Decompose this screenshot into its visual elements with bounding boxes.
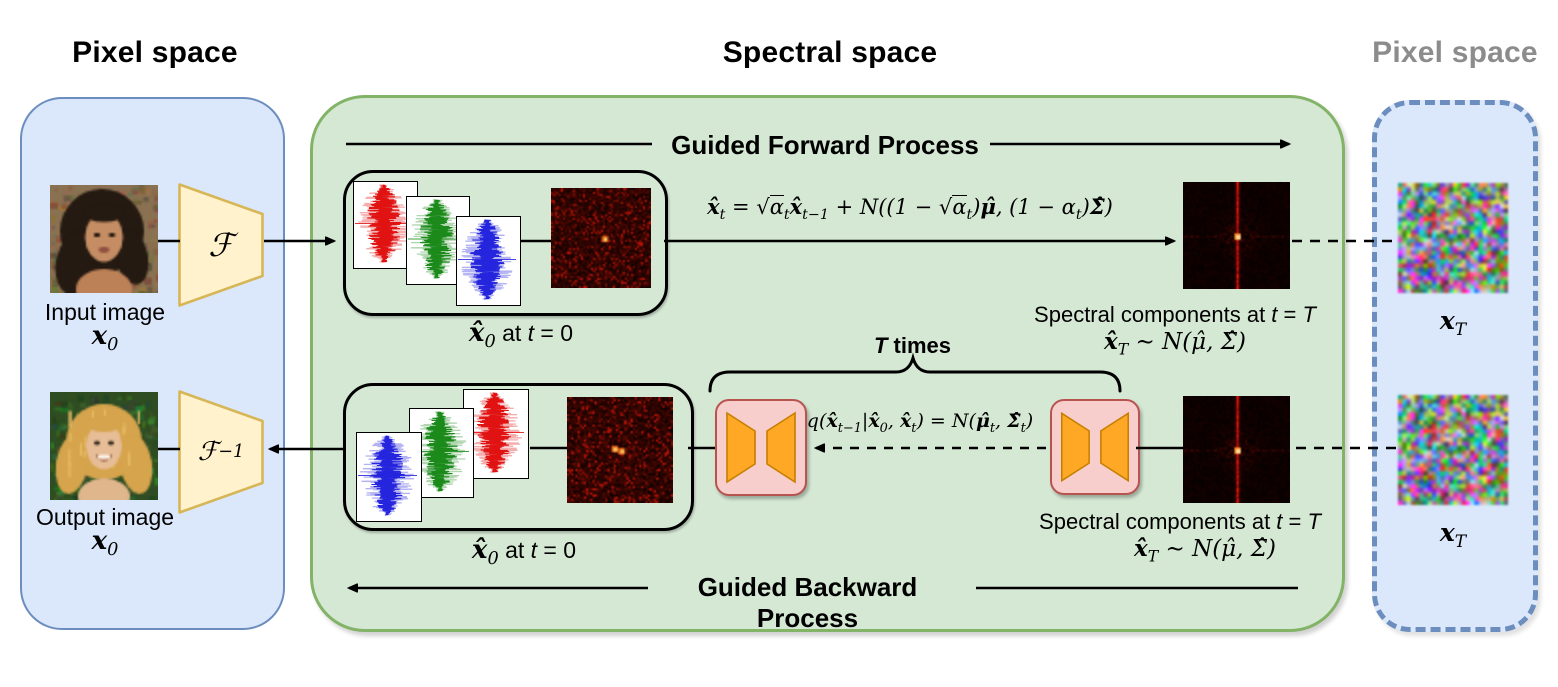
blue-waveform-card bbox=[456, 216, 521, 306]
unet-block-left bbox=[715, 399, 807, 496]
forward-xT-distribution: x̂T ∼ N(μ̂, Σ̂) bbox=[1104, 328, 1246, 359]
fourier-transform-label: ℱ bbox=[208, 226, 234, 264]
noisy-xT-image-top bbox=[1398, 183, 1508, 293]
input-image-caption: Input image bbox=[44, 299, 166, 325]
inverse-fourier-trapezoid bbox=[178, 390, 264, 514]
input-image-photo bbox=[50, 185, 158, 293]
backward-x0-caption-text: at t = 0 bbox=[498, 537, 577, 563]
backward-spectral-components-caption: Spectral components at t = T bbox=[1039, 509, 1321, 534]
t-times-label: T times bbox=[873, 333, 952, 358]
unet-trapezoids-icon bbox=[726, 411, 796, 484]
unet-trapezoids-icon bbox=[1060, 411, 1130, 483]
forward-x0-caption-math: x̂0 bbox=[468, 318, 496, 353]
output-image-photo bbox=[50, 392, 158, 500]
pixel-space-left-title: Pixel space bbox=[72, 36, 238, 69]
xT-var-top: xT bbox=[1439, 306, 1467, 340]
spectral-space-title: Spectral space bbox=[722, 36, 938, 69]
guided-forward-process-label: Guided Forward Process bbox=[671, 130, 979, 160]
forward-x0-caption-text: at t = 0 bbox=[495, 320, 574, 346]
fourier-transform-trapezoid bbox=[178, 183, 264, 307]
xT-var-bottom: xT bbox=[1439, 518, 1467, 552]
backward-spectrum-T-image bbox=[1183, 396, 1290, 503]
noisy-xT-image-bottom bbox=[1398, 395, 1508, 505]
backward-x0-caption-math: x̂0 bbox=[471, 535, 499, 570]
pixel-space-right-title: Pixel space bbox=[1372, 36, 1538, 69]
output-image-var: x0 bbox=[91, 526, 119, 561]
forward-spectral-components-box bbox=[343, 170, 668, 316]
inverse-fourier-label: ℱ−1 bbox=[197, 437, 245, 467]
unet-block-right bbox=[1050, 399, 1140, 495]
guided-backward-process-label: Guided Backward Process bbox=[697, 572, 918, 633]
posterior-q-formula: q(x̂t−1|x̂0, x̂t) = N(μ̂t, Σ̂t) bbox=[806, 410, 1034, 436]
backward-xT-distribution: x̂T ∼ N(μ̂, Σ̂) bbox=[1134, 535, 1276, 566]
forward-spectrum-image bbox=[551, 188, 651, 288]
forward-spectral-components-caption: Spectral components at t = T bbox=[1034, 302, 1316, 327]
input-image-var: x0 bbox=[91, 321, 119, 356]
forward-spectrum-T-image bbox=[1183, 182, 1290, 289]
backward-x0-caption: x̂0 at t = 0 bbox=[418, 535, 630, 569]
pixel-space-right-panel bbox=[1372, 100, 1538, 632]
blue-waveform-card bbox=[356, 432, 422, 522]
backward-spectrum-image bbox=[567, 397, 673, 503]
forward-diffusion-formula: x̂t = √αtx̂t−1 + N((1 − √αt)μ̂, (1 − αt)… bbox=[707, 194, 1113, 224]
forward-x0-caption: x̂0 at t = 0 bbox=[415, 318, 627, 352]
backward-spectral-components-box bbox=[343, 383, 694, 531]
output-image-caption: Output image bbox=[35, 504, 175, 530]
